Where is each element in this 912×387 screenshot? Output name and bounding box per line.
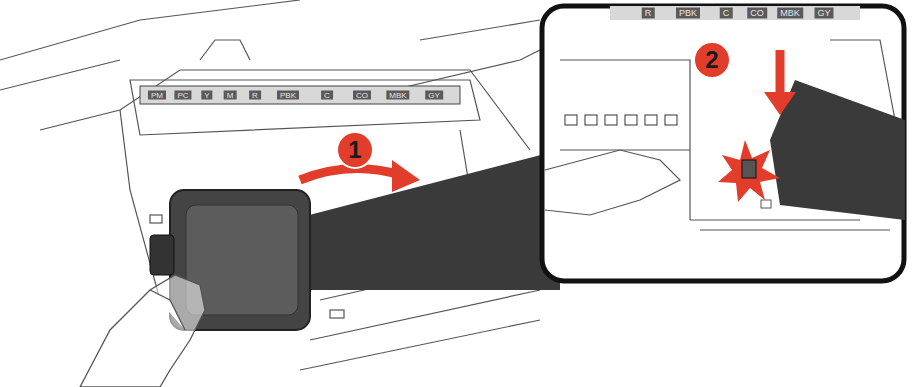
ink-slot-label: PC <box>174 91 191 100</box>
arrow-head <box>392 160 420 192</box>
ink-slot-label: C <box>321 91 333 100</box>
ink-slot-label: GY <box>814 8 833 19</box>
callout-number: 2 <box>695 43 729 77</box>
zoom-wedge <box>290 150 560 290</box>
ink-cartridge <box>150 190 310 330</box>
ink-slot-label: M <box>224 91 237 100</box>
ink-slot-label: GY <box>425 91 443 100</box>
inset <box>542 6 905 281</box>
insert-arrow <box>300 169 400 180</box>
ink-slot-label: Y <box>201 91 212 100</box>
ink-slot-label: CO <box>353 91 371 100</box>
ink-slot-label: R <box>642 8 655 19</box>
ink-slot-label: MBK <box>386 91 409 100</box>
callout-number: 1 <box>338 133 372 167</box>
ink-slot-label: PBK <box>277 91 299 100</box>
ink-slot-label: CO <box>747 8 767 19</box>
label-strip <box>140 86 460 104</box>
ink-slot-label: R <box>249 91 261 100</box>
hand <box>80 275 205 387</box>
ink-slot-label: PBK <box>676 8 700 19</box>
ink-slot-label: MBK <box>777 8 803 19</box>
ink-slot-label: C <box>720 8 733 19</box>
ink-slot-label: PM <box>148 91 166 100</box>
